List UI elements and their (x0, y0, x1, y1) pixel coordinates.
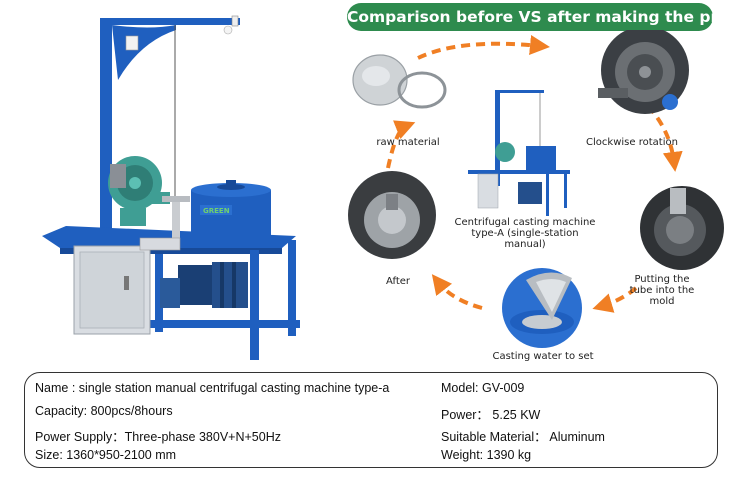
arrow-casting-to-after (431, 274, 483, 310)
raw-material-image (352, 54, 447, 109)
rotation-photo (598, 30, 689, 114)
label-casting-water: Casting water to set (492, 351, 594, 362)
spec-material: Suitable Material： Aluminum (441, 430, 605, 444)
arrow-tube-to-casting (592, 286, 638, 313)
label-putting-tube: Putting the tube into the mold (629, 274, 695, 307)
after-photo (348, 171, 436, 259)
spec-name: Name : single station manual centrifugal… (35, 381, 390, 395)
spec-capacity: Capacity: 800pcs/8hours (35, 404, 173, 418)
spec-power: Power： 5.25 KW (441, 408, 541, 422)
process-flow-diagram (348, 30, 724, 348)
arrow-after-to-raw (386, 120, 416, 169)
spec-power-supply: Power Supply：Three-phase 380V+N+50Hz (35, 430, 281, 444)
label-center-machine-line2: type-A (single-station manual) (471, 228, 579, 250)
label-clockwise-rotation: Clockwise rotation (586, 137, 678, 148)
machine-illustration: GREEN (42, 15, 300, 360)
spec-size: Size: 1360*950-2100 mm (35, 448, 177, 462)
tube-mold-photo (640, 186, 724, 270)
label-center-machine-line1: Centrifugal casting machine (454, 217, 596, 228)
machine-brand-text: GREEN (203, 207, 230, 215)
specifications-box: Name : single station manual centrifugal… (24, 372, 718, 468)
label-raw-material: raw material (376, 137, 440, 148)
center-machine-image (468, 90, 570, 216)
arrow-raw-to-rotation (417, 35, 550, 60)
spec-weight: Weight: 1390 kg (441, 448, 532, 462)
label-after: After (385, 276, 410, 287)
casting-water-photo (502, 268, 582, 348)
spec-model: Model: GV-009 (441, 381, 525, 395)
comparison-banner: Comparison before VS after making the pr… (347, 3, 750, 31)
arrow-rotation-to-tube (646, 104, 683, 172)
